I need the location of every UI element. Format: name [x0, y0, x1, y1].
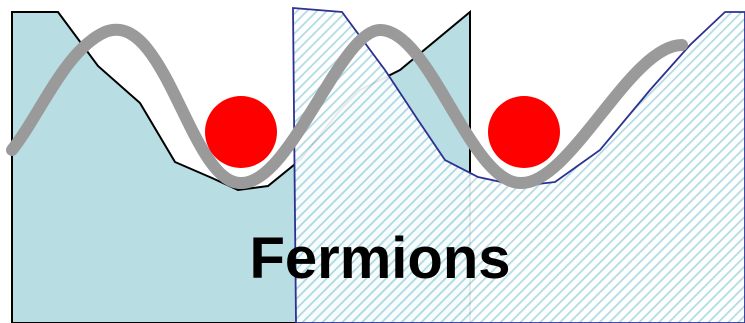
diagram-title: Fermions: [249, 226, 510, 291]
fermion-left: [205, 96, 277, 168]
fermion-right: [488, 96, 560, 168]
